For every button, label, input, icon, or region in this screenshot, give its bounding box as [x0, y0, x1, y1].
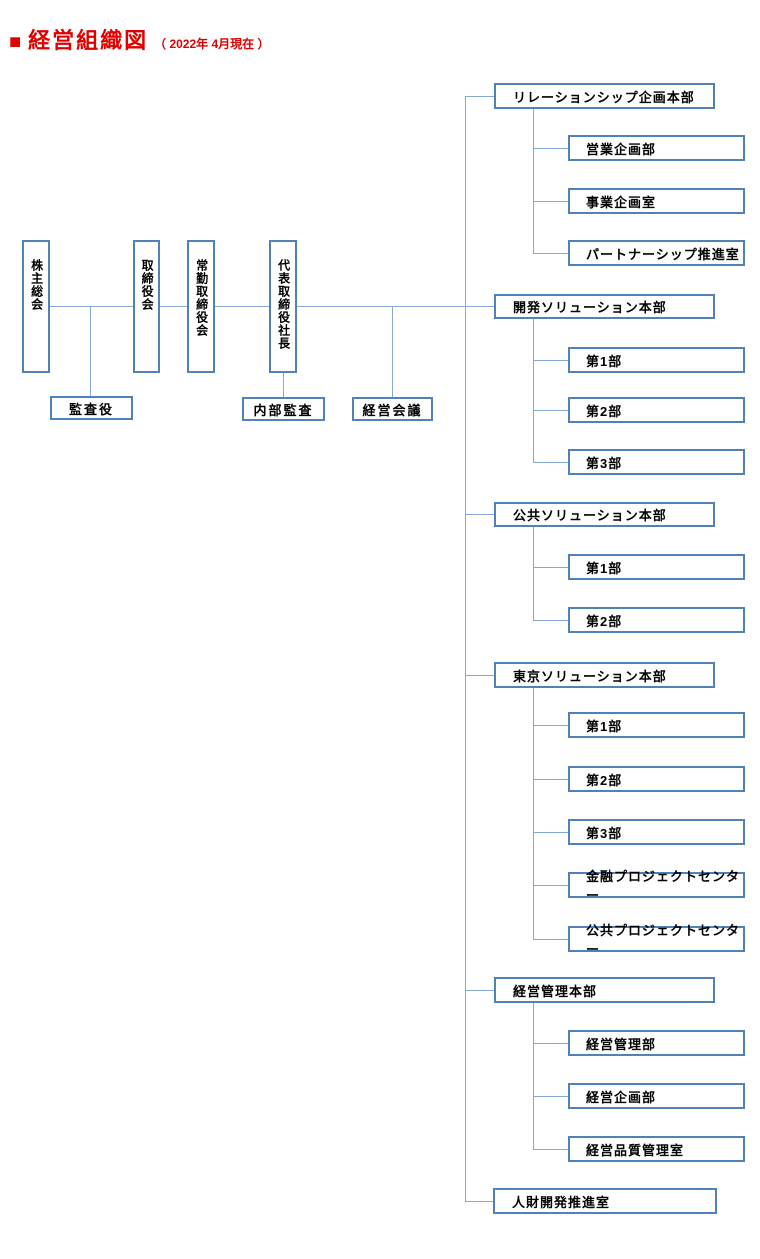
- org-node-dev-dept-1: 第1部: [568, 347, 745, 373]
- org-node-label: 公共プロジェクトセンター: [586, 923, 741, 957]
- connector-line: [465, 96, 466, 1201]
- org-node-board-of-directors: 取締役会: [133, 240, 160, 373]
- connector-line: [533, 688, 534, 939]
- title-date: （ 2022年 4月現在 ）: [154, 37, 270, 51]
- org-node-dev-dept-3: 第3部: [568, 449, 745, 475]
- org-node-management-administration-dept: 経営管理部: [568, 1030, 745, 1056]
- connector-line: [533, 148, 568, 149]
- org-node-relationship-planning-hq: リレーションシップ企画本部: [494, 83, 715, 109]
- org-node-label: パートナーシップ推進室: [586, 246, 740, 262]
- connector-line: [533, 319, 534, 462]
- org-node-label: 東京ソリューション本部: [513, 668, 667, 684]
- org-node-label: 経営管理部: [586, 1036, 657, 1052]
- org-node-label: 第1部: [586, 718, 623, 734]
- connector-line: [465, 514, 494, 515]
- org-node-management-administration-hq: 経営管理本部: [494, 977, 715, 1003]
- connector-line: [533, 201, 568, 202]
- org-node-label: 第1部: [586, 560, 623, 576]
- connector-line: [283, 373, 284, 397]
- org-node-tokyo-dept-1: 第1部: [568, 712, 745, 738]
- org-node-label: 経営品質管理室: [586, 1142, 685, 1158]
- connector-line: [533, 620, 568, 621]
- title-square-icon: ■: [9, 31, 22, 53]
- page-title: 経営組織図: [28, 28, 149, 53]
- connector-line: [533, 939, 568, 940]
- org-node-label: 金融プロジェクトセンター: [586, 869, 741, 903]
- org-node-label: 内部監査: [253, 402, 314, 418]
- org-node-dev-dept-2: 第2部: [568, 397, 745, 423]
- org-node-label: 常勤取締役会: [194, 259, 209, 337]
- org-node-public-dept-1: 第1部: [568, 554, 745, 580]
- org-node-label: 監査役: [68, 401, 114, 417]
- org-node-label: 経営企画部: [586, 1089, 657, 1105]
- org-node-label: 事業企画室: [586, 194, 657, 210]
- org-node-label: 第3部: [586, 455, 623, 471]
- org-node-label: 第2部: [586, 403, 623, 419]
- org-node-label: 第2部: [586, 772, 623, 788]
- connector-line: [533, 725, 568, 726]
- connector-line: [465, 675, 494, 676]
- connector-line: [533, 410, 568, 411]
- org-node-corporate-planning-dept: 経営企画部: [568, 1083, 745, 1109]
- connector-line: [533, 1003, 534, 1149]
- org-node-management-council: 経営会議: [352, 397, 433, 421]
- connector-line: [533, 360, 568, 361]
- connector-line: [465, 1201, 493, 1202]
- org-node-tokyo-dept-2: 第2部: [568, 766, 745, 792]
- connector-line: [533, 109, 534, 253]
- org-node-quality-management-office: 経営品質管理室: [568, 1136, 745, 1162]
- org-node-shareholders-meeting: 株主総会: [22, 240, 50, 373]
- connector-line: [533, 1096, 568, 1097]
- org-node-label: 経営会議: [362, 402, 423, 418]
- org-node-development-solutions-hq: 開発ソリューション本部: [494, 294, 715, 319]
- org-node-label: 経営管理本部: [513, 983, 598, 999]
- org-node-hr-development-office: 人財開発推進室: [493, 1188, 717, 1214]
- page-header: ■ 経営組織図 （ 2022年 4月現在 ）: [9, 28, 270, 53]
- connector-line: [465, 96, 494, 97]
- connector-line: [392, 306, 393, 397]
- connector-line: [465, 990, 494, 991]
- org-node-business-planning-office: 事業企画室: [568, 188, 745, 214]
- org-node-label: 第2部: [586, 613, 623, 629]
- connector-line: [533, 462, 568, 463]
- connector-line: [533, 832, 568, 833]
- org-node-label: 人財開発推進室: [512, 1194, 611, 1210]
- org-node-public-dept-2: 第2部: [568, 607, 745, 633]
- connector-line: [533, 527, 534, 620]
- org-node-representative-director-president: 代表取締役社長: [269, 240, 297, 373]
- org-node-label: 取締役会: [140, 259, 155, 311]
- org-node-public-solutions-hq: 公共ソリューション本部: [494, 502, 715, 527]
- connector-line: [533, 567, 568, 568]
- org-node-label: 開発ソリューション本部: [513, 300, 667, 315]
- org-node-public-project-center: 公共プロジェクトセンター: [568, 923, 745, 957]
- connector-line: [533, 1149, 568, 1150]
- connector-line: [90, 306, 91, 396]
- org-node-label: 営業企画部: [586, 141, 657, 157]
- connector-line: [533, 779, 568, 780]
- org-node-label: 第3部: [586, 825, 623, 841]
- org-node-sales-planning-dept: 営業企画部: [568, 135, 745, 161]
- org-node-label: 代表取締役社長: [276, 259, 291, 350]
- org-node-partnership-promotion-office: パートナーシップ推進室: [568, 240, 745, 266]
- org-node-auditor: 監査役: [50, 396, 133, 420]
- org-node-internal-audit: 内部監査: [242, 397, 325, 421]
- org-node-label: リレーションシップ企画本部: [513, 89, 695, 105]
- org-node-tokyo-solutions-hq: 東京ソリューション本部: [494, 662, 715, 688]
- connector-line: [533, 1043, 568, 1044]
- connector-line: [533, 885, 568, 886]
- org-node-label: 公共ソリューション本部: [513, 508, 667, 523]
- org-node-label: 第1部: [586, 353, 623, 369]
- org-node-label: 株主総会: [29, 259, 44, 311]
- org-node-finance-project-center: 金融プロジェクトセンター: [568, 869, 745, 903]
- org-node-standing-directors-board: 常勤取締役会: [187, 240, 215, 373]
- org-node-tokyo-dept-3: 第3部: [568, 819, 745, 845]
- connector-line: [533, 253, 568, 254]
